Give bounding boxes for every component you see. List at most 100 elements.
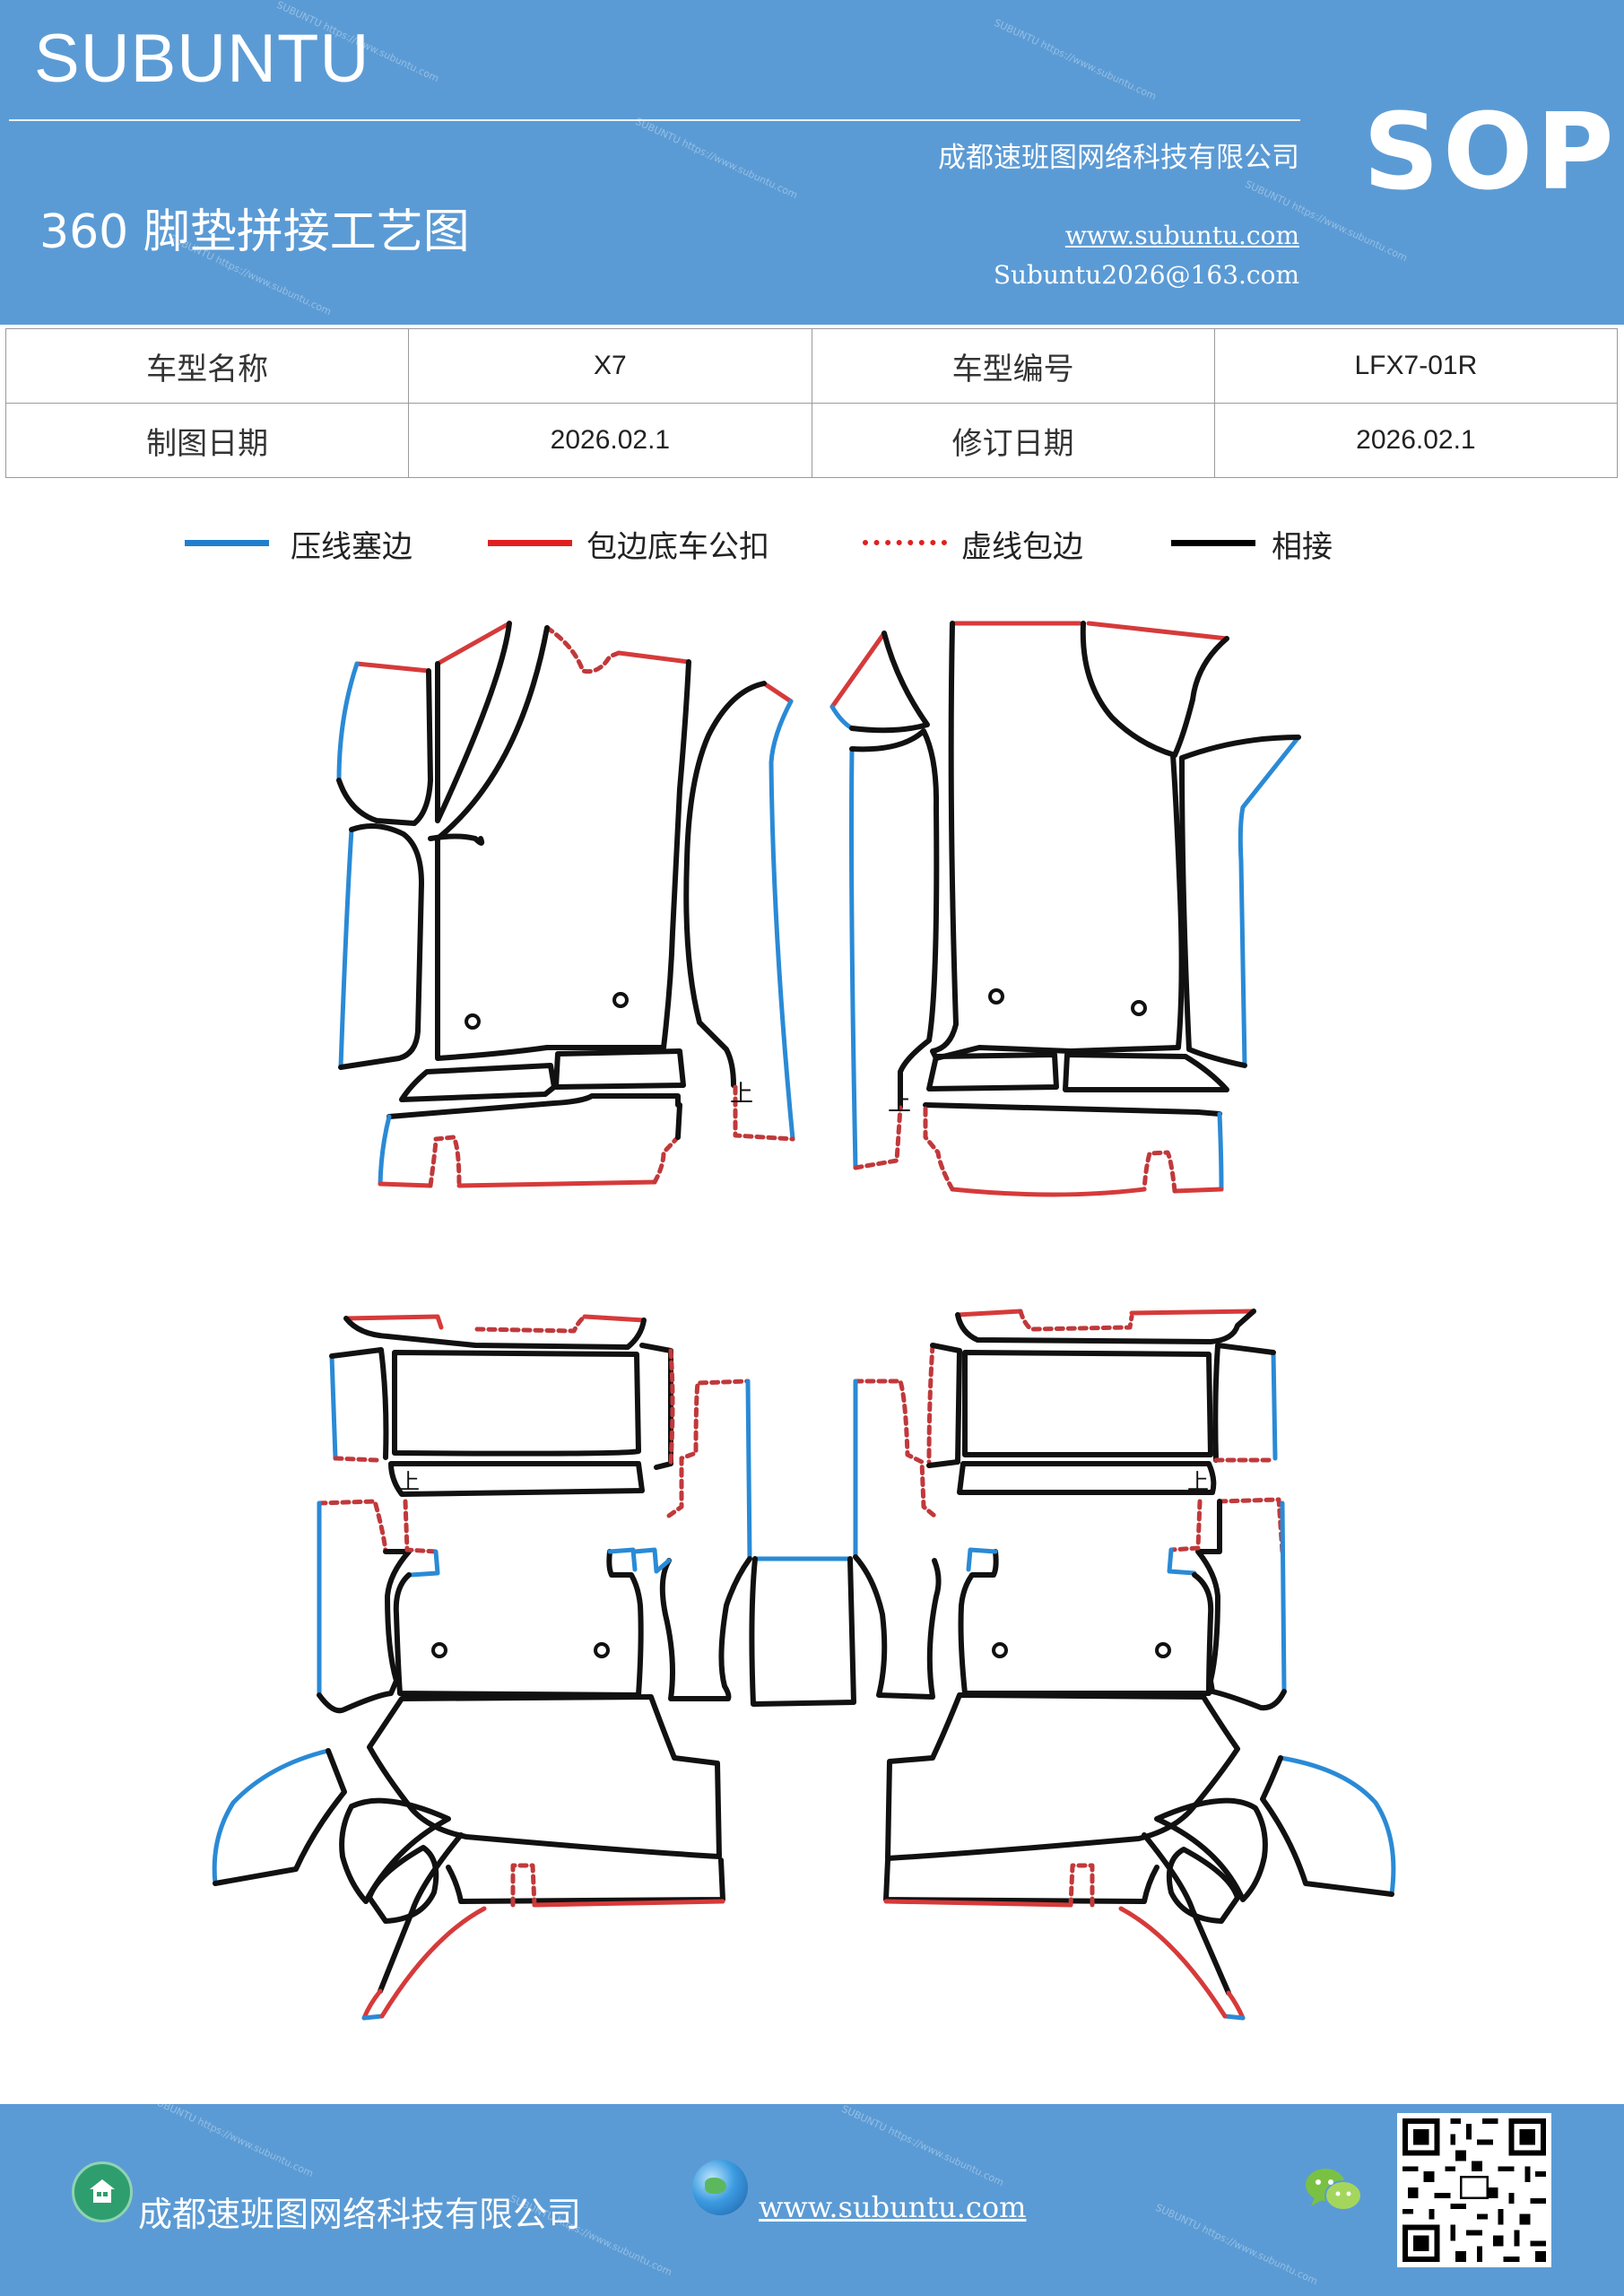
mat-edge — [329, 1353, 338, 1461]
rear-right-mat-group: 上 — [853, 1309, 1396, 2021]
brand-logo-text: SUBUNTU — [34, 21, 370, 97]
mat-edge — [849, 746, 858, 1170]
qr-code[interactable] — [1397, 2113, 1551, 2267]
mat-piece — [683, 681, 767, 1088]
mat-edge — [1168, 1499, 1203, 1552]
header-banner: SUBUNTU https://www.subuntu.com SUBUNTU … — [0, 0, 1624, 325]
sop-badge: SOP — [1363, 90, 1618, 213]
mat-piece — [553, 1048, 686, 1090]
header-divider — [9, 119, 1300, 121]
mat-edge — [378, 1114, 392, 1187]
mat-piece — [749, 1556, 856, 1707]
page-title: 360 脚垫拼接工艺图 — [39, 205, 470, 259]
mat-piece — [930, 621, 1185, 1061]
mat-edge — [966, 1547, 998, 1572]
mat-edge — [582, 1314, 647, 1323]
legend-label: 相接 — [1272, 529, 1333, 565]
legend-swatch-black — [1171, 540, 1255, 546]
mat-edge — [435, 621, 512, 666]
mat-clip-hole — [465, 1013, 481, 1030]
mat-edge — [1018, 1309, 1134, 1332]
mat-piece — [317, 1549, 412, 1714]
mat-edge — [378, 1181, 433, 1188]
mat-clip-hole — [431, 1642, 447, 1658]
mat-edge — [1280, 1500, 1287, 1694]
mat-clip-hole — [988, 988, 1004, 1004]
watermark: SUBUNTU https://www.subuntu.com — [1153, 2201, 1320, 2288]
mat-edge — [652, 1135, 681, 1185]
mat-edge — [632, 1547, 672, 1574]
mat-edge — [923, 1102, 955, 1192]
table-value: LFX7-01R — [1213, 328, 1619, 404]
watermark: SUBUNTU https://www.subuntu.com — [149, 2104, 316, 2180]
mat-piece — [639, 1343, 673, 1470]
mat-clip-hole — [612, 992, 629, 1008]
mat-piece — [392, 1350, 641, 1457]
rear-left-mat-group: 上 — [212, 1314, 856, 2021]
mat-piece — [926, 1343, 962, 1468]
mat-edge — [379, 1906, 487, 2019]
mat-edge — [666, 1378, 751, 1518]
table-row: 车型名称 X7 车型编号 LFX7-01R — [4, 328, 1619, 404]
mat-seam — [675, 1102, 682, 1140]
mat-seam — [955, 1309, 1256, 1344]
mat-piece — [446, 1857, 725, 1904]
mat-edge — [403, 1499, 439, 1554]
mat-edge — [456, 1179, 657, 1188]
mat-edge — [883, 1899, 1073, 1908]
mat-edge — [333, 1456, 379, 1463]
mat-edge — [955, 1309, 1023, 1318]
mat-piece — [849, 728, 940, 1110]
front-left-mat-group: 上 — [336, 621, 795, 1188]
mat-edge — [474, 1314, 587, 1334]
vehicle-info-table: 车型名称 X7 车型编号 LFX7-01R 制图日期 2026.02.1 修订日… — [4, 328, 1619, 478]
mat-edge — [1167, 1547, 1197, 1576]
mat-edge — [1278, 1755, 1396, 1897]
seam-mark: 上 — [398, 1469, 420, 1494]
mat-piece — [885, 1692, 1240, 1861]
mat-edge — [361, 1988, 383, 2021]
mat-seam — [378, 1832, 464, 1994]
mat-edge — [336, 661, 360, 783]
mat-piece — [388, 1461, 645, 1497]
mat-piece — [926, 1052, 1059, 1091]
mat-edge — [1129, 1309, 1256, 1316]
mat-edge — [510, 1863, 537, 1908]
mat-edge — [733, 1084, 795, 1142]
mat-seam — [1172, 636, 1229, 758]
mat-piece — [336, 668, 433, 826]
mat-clip-hole — [992, 1642, 1008, 1658]
footer-website-link[interactable]: www.subuntu.com — [759, 2190, 1027, 2224]
mat-piece — [883, 1857, 1159, 1904]
mat-piece — [853, 1554, 942, 1700]
mat-edge — [616, 650, 691, 665]
website-link[interactable]: www.subuntu.com — [1064, 221, 1299, 250]
mat-clip-hole — [594, 1642, 610, 1658]
mat-piece — [399, 1063, 557, 1102]
footer-banner: SUBUNTU https://www.subuntu.com SUBUNTU … — [0, 2104, 1624, 2296]
mat-edge — [668, 1348, 675, 1466]
mat-piece — [435, 621, 512, 823]
table-label: 制图日期 — [4, 403, 410, 478]
legend-swatch-blue — [185, 540, 269, 546]
table-value: 2026.02.1 — [408, 403, 812, 478]
mat-piece — [339, 1797, 451, 1904]
mat-edge — [769, 699, 795, 1142]
wechat-icon[interactable] — [1302, 2163, 1365, 2217]
mat-seam — [923, 1102, 1222, 1117]
mat-piece — [1154, 1797, 1268, 1902]
company-name: 成都速班图网络科技有限公司 — [938, 142, 1299, 174]
mat-piece — [958, 1549, 1214, 1696]
mat-edge — [853, 1378, 937, 1518]
mat-edge — [1142, 1150, 1177, 1194]
seam-mark: 上 — [730, 1081, 753, 1108]
mat-edge — [408, 1549, 440, 1578]
mat-seam — [1142, 1832, 1231, 1996]
mat-clip-hole — [1155, 1642, 1171, 1658]
mat-seam — [386, 1093, 681, 1119]
mat-edge — [343, 1314, 444, 1330]
mat-edge — [532, 1899, 725, 1908]
mat-piece — [962, 1350, 1213, 1457]
mat-edge — [926, 1343, 935, 1465]
